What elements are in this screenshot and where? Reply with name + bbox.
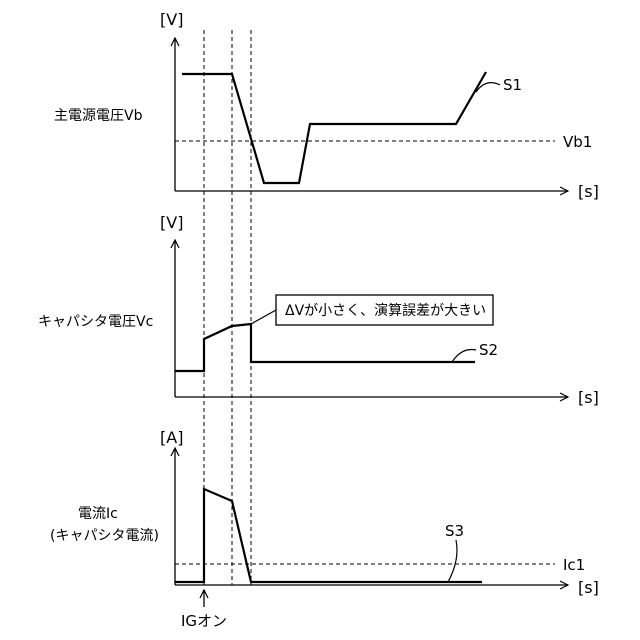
s3-label: S3 [445, 522, 464, 540]
s2-waveform [175, 324, 475, 371]
vc-x-unit: [s] [578, 388, 599, 407]
panel-vc: [V] [s] キャパシタ電圧Vc ΔVが小さく、演算誤差が大きい S2 [38, 213, 599, 407]
s2-leader [452, 350, 476, 363]
vb-y-label: 主電源電圧Vb [54, 108, 143, 124]
callout-text: ΔVが小さく、演算誤差が大きい [285, 303, 486, 319]
ic-y-label-line2: (キャパシタ電流) [50, 528, 159, 544]
vc-y-unit: [V] [160, 213, 183, 232]
vb1-threshold-label: Vb1 [563, 133, 592, 151]
ig-on-label: IGオン [181, 612, 227, 630]
ic-y-label-line1: 電流Ic [78, 506, 118, 522]
vb-y-unit: [V] [160, 10, 183, 29]
panel-ic: [A] [s] 電流Ic (キャパシタ電流) Ic1 S3 [50, 428, 599, 597]
vc-y-label: キャパシタ電圧Vc [38, 314, 153, 330]
ig-on-marker: IGオン [181, 590, 227, 630]
callout-leader [251, 310, 276, 324]
s1-label: S1 [503, 76, 522, 94]
s1-waveform [182, 72, 486, 183]
ic-x-unit: [s] [578, 578, 599, 597]
s3-leader [448, 540, 457, 582]
ic1-threshold-label: Ic1 [563, 556, 585, 574]
s3-waveform [175, 489, 482, 582]
panel-vb: [V] [s] 主電源電圧Vb Vb1 S1 [54, 10, 599, 201]
vb-x-unit: [s] [578, 182, 599, 201]
s2-label: S2 [479, 341, 498, 359]
ic-y-unit: [A] [160, 428, 183, 447]
